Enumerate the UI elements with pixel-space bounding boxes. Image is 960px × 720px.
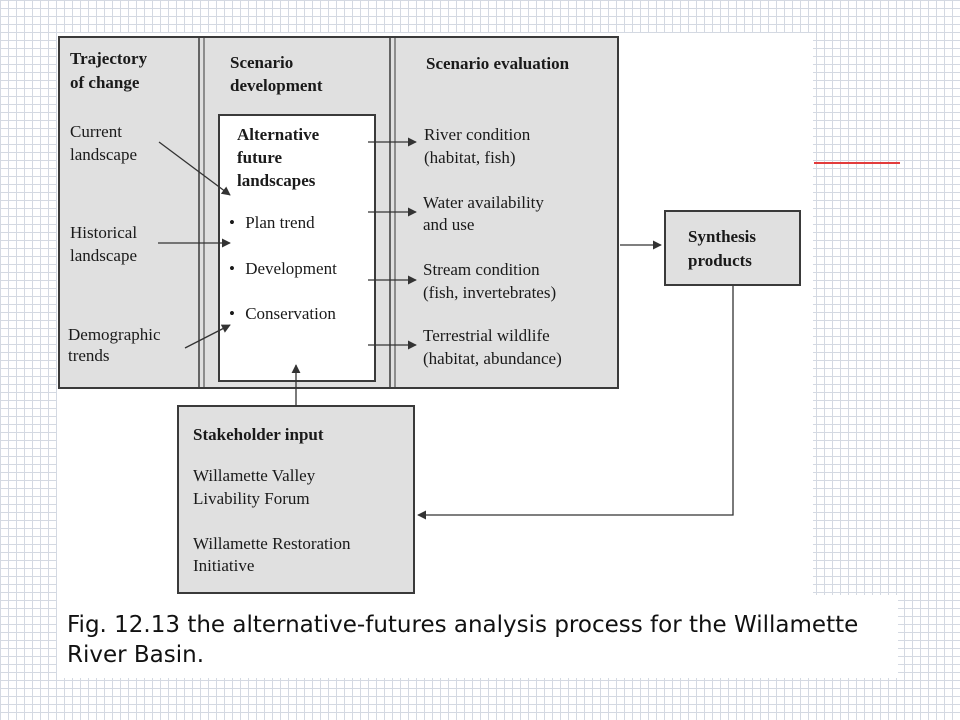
historical-landscape-label: Historical landscape bbox=[70, 223, 141, 265]
restoration-initiative-label: Willamette Restoration Initiative bbox=[193, 534, 355, 575]
river-condition-label: River condition (habitat, fish) bbox=[424, 125, 534, 167]
red-accent-line bbox=[814, 162, 900, 164]
current-landscape-label: Current landscape bbox=[70, 122, 137, 164]
alternative-futures-title: Alternative future landscapes bbox=[237, 125, 323, 190]
terrestrial-wildlife-label: Terrestrial wildlife (habitat, abundance… bbox=[423, 326, 562, 368]
stakeholder-input-title: Stakeholder input bbox=[193, 425, 324, 444]
arrow-synthesis-to-stakeholder bbox=[417, 286, 734, 520]
bullet-plan-trend: • Plan trend bbox=[229, 213, 315, 232]
demographic-trends-label: Demographic trends bbox=[68, 325, 165, 365]
synthesis-products-label: Synthesis products bbox=[688, 227, 760, 270]
scenario-development-heading: Scenario development bbox=[230, 53, 323, 95]
livability-forum-label: Willamette Valley Livability Forum bbox=[193, 466, 319, 508]
figure-caption: Fig. 12.13 the alternative-futures analy… bbox=[67, 612, 859, 668]
stream-condition-label: Stream condition (fish, invertebrates) bbox=[423, 260, 556, 302]
trajectory-heading: Trajectory of change bbox=[70, 49, 151, 92]
caption-panel bbox=[57, 595, 898, 678]
synthesis-products-box bbox=[664, 210, 801, 286]
alternative-futures-box bbox=[218, 114, 376, 382]
arrow-demographic-to-alternatives bbox=[184, 324, 231, 349]
scenario-evaluation-heading: Scenario evaluation bbox=[426, 54, 570, 73]
bullet-development: • Development bbox=[229, 259, 337, 278]
arrow-current-to-alternatives bbox=[158, 141, 231, 196]
bullet-conservation: • Conservation bbox=[229, 304, 336, 323]
water-availability-label: Water availability and use bbox=[423, 193, 548, 234]
stakeholder-input-box bbox=[177, 405, 415, 594]
